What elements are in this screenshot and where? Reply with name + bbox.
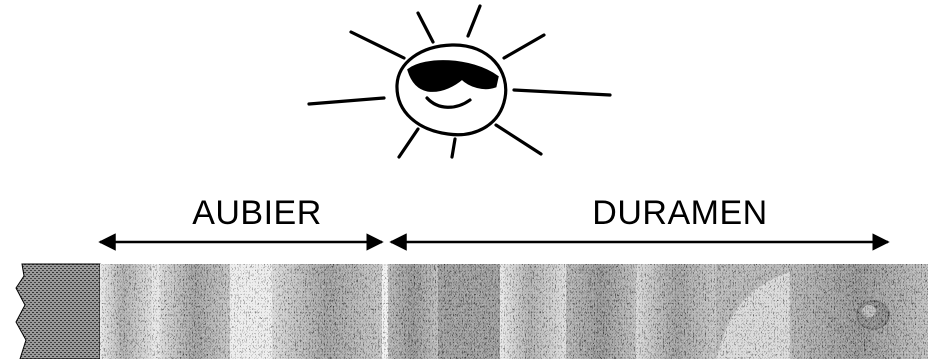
sunglasses-icon xyxy=(407,60,499,92)
heartwood-label: DURAMEN xyxy=(592,194,767,232)
sun-face xyxy=(395,43,508,137)
bark xyxy=(15,263,101,359)
sun-with-sunglasses-icon xyxy=(307,4,612,159)
sapwood-label: AUBIER xyxy=(192,194,322,232)
smile xyxy=(425,96,472,109)
sun-rays xyxy=(307,4,612,159)
wood-cross-section xyxy=(15,263,928,359)
